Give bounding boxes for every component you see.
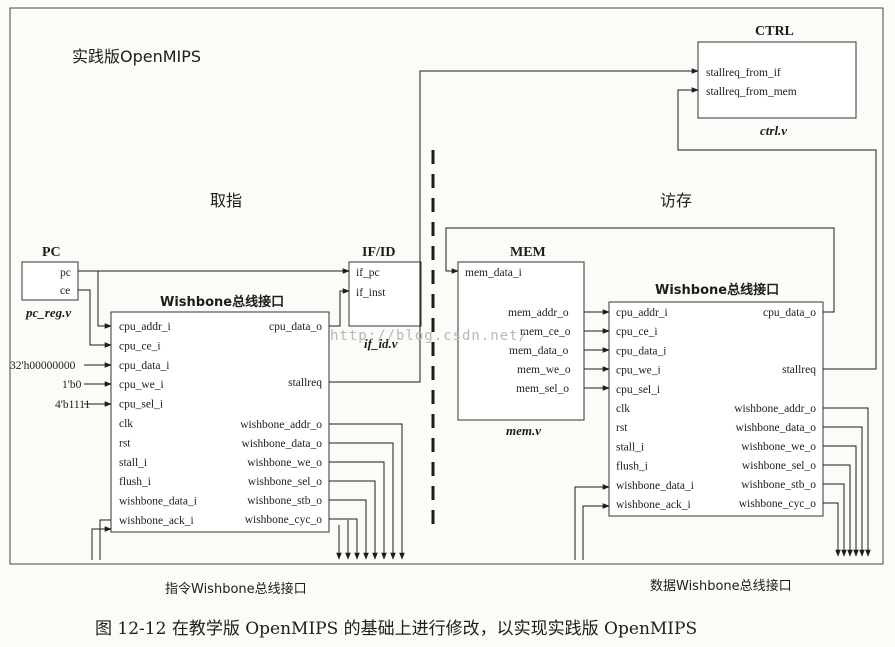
mem-stage-label: 访存 [660, 191, 692, 210]
wb-mem-caption: 数据Wishbone总线接口 [650, 578, 792, 594]
wb-mem-port-cpu-sel-i: cpu_sel_i [616, 384, 660, 396]
wb-mem-port-wishbone-cyc-o: wishbone_cyc_o [739, 498, 817, 510]
wb-if-port-stall-i: stall_i [119, 457, 147, 469]
wb-if-port-wishbone-ack-i: wishbone_ack_i [119, 515, 194, 527]
wb-mem-port-cpu-data-i: cpu_data_i [616, 345, 666, 357]
ifid-port-if-inst: if_inst [356, 287, 386, 299]
wb-mem-port-stall-i: stall_i [616, 441, 644, 453]
wb-if-port-flush-i: flush_i [119, 476, 151, 488]
wb-mem-port-cpu-we-i: cpu_we_i [616, 365, 661, 377]
watermark-text: http://blog.csdn.net/ [330, 328, 528, 344]
wb-mem-port-cpu-data-o: cpu_data_o [763, 307, 816, 319]
wb-if-box [110, 311, 330, 533]
wb-if-port-wishbone-data-i: wishbone_data_i [119, 496, 197, 508]
ifid-box [348, 261, 422, 327]
wb-mem-port-wishbone-addr-o: wishbone_addr_o [734, 403, 816, 415]
wb-if-port-cpu-data-o: cpu_data_o [269, 321, 322, 333]
mem-box [457, 261, 585, 421]
wb-if-port-clk: clk [119, 418, 133, 430]
mem-port-mem-data-i: mem_data_i [465, 267, 522, 279]
wb-mem-port-wishbone-stb-o: wishbone_stb_o [741, 479, 816, 491]
wb-mem-port-rst: rst [616, 422, 628, 434]
mem-port-mem-sel-o: mem_sel_o [516, 383, 569, 395]
ifid-file: if_id.v [364, 336, 398, 351]
wb-if-port-wishbone-sel-o: wishbone_sel_o [248, 476, 322, 488]
wb-if-port-cpu-data-i: cpu_data_i [119, 360, 169, 372]
wb-mem-title: Wishbone总线接口 [655, 282, 779, 298]
ifid-module: IF/ID if_pc if_inst if_id.v [348, 245, 422, 351]
wb-if-port-cpu-sel-i: cpu_sel_i [119, 399, 163, 411]
wb-mem-port-wishbone-data-o: wishbone_data_o [736, 422, 817, 434]
wb-mem-port-wishbone-we-o: wishbone_we_o [741, 441, 816, 453]
pc-box [21, 261, 79, 301]
figure-caption: 图 12-12 在教学版 OpenMIPS 的基础上进行修改，以实现实践版 Op… [95, 619, 697, 639]
wb-mem-port-wishbone-sel-o: wishbone_sel_o [742, 460, 816, 472]
diagram-title: 实践版OpenMIPS [72, 47, 201, 66]
mem-file: mem.v [506, 423, 541, 438]
wb-if-port-wishbone-stb-o: wishbone_stb_o [247, 495, 322, 507]
wb-if-const-addr: 32'h00000000 [10, 360, 76, 372]
fetch-stage-label: 取指 [210, 191, 242, 210]
data-wishbone-module: Wishbone总线接口 cpu_addr_i cpu_ce_i cpu_data_… [608, 282, 824, 594]
wb-if-port-wishbone-data-o: wishbone_data_o [242, 438, 323, 450]
wb-if-port-rst: rst [119, 437, 131, 449]
mem-port-mem-addr-o: mem_addr_o [508, 307, 569, 319]
wb-if-port-wishbone-cyc-o: wishbone_cyc_o [245, 514, 323, 526]
ctrl-module: CTRL stallreq_from_if stallreq_from_mem … [697, 24, 857, 138]
wb-if-title: Wishbone总线接口 [160, 294, 284, 310]
pc-title: PC [42, 245, 61, 260]
wb-if-const-sel: 4'b1111 [55, 399, 91, 411]
ctrl-file: ctrl.v [760, 123, 787, 138]
diagram-frame [9, 7, 884, 565]
wb-if-const-we: 1'b0 [62, 379, 82, 391]
ctrl-port-stallreq-from-if: stallreq_from_if [706, 67, 781, 79]
mem-port-mem-we-o: mem_we_o [517, 364, 571, 376]
wb-if-port-cpu-addr-i: cpu_addr_i [119, 321, 171, 333]
wb-mem-port-wishbone-ack-i: wishbone_ack_i [616, 499, 691, 511]
wb-if-port-stallreq: stallreq [288, 377, 322, 389]
mem-module: MEM mem_data_i mem_addr_o mem_ce_o mem_d… [457, 245, 585, 438]
wb-mem-port-cpu-addr-i: cpu_addr_i [616, 307, 668, 319]
mem-port-mem-data-o: mem_data_o [509, 345, 569, 357]
wb-if-port-wishbone-we-o: wishbone_we_o [247, 457, 322, 469]
wb-mem-port-clk: clk [616, 403, 630, 415]
wb-mem-port-cpu-ce-i: cpu_ce_i [616, 326, 658, 338]
ctrl-title: CTRL [755, 24, 794, 39]
wb-if-port-wishbone-addr-o: wishbone_addr_o [240, 419, 322, 431]
wb-if-port-cpu-we-i: cpu_we_i [119, 379, 164, 391]
pc-file: pc_reg.v [25, 305, 71, 320]
mem-port-mem-ce-o: mem_ce_o [520, 326, 571, 338]
pc-module: PC pc ce pc_reg.v [21, 245, 79, 320]
pc-port-ce: ce [60, 285, 70, 297]
wb-mem-port-flush-i: flush_i [616, 461, 648, 473]
wb-mem-port-stallreq: stallreq [782, 364, 816, 376]
ctrl-port-stallreq-from-mem: stallreq_from_mem [706, 86, 797, 98]
wb-mem-box [608, 301, 824, 517]
wb-if-caption: 指令Wishbone总线接口 [165, 581, 307, 597]
wiring [78, 68, 877, 560]
wb-mem-port-wishbone-data-i: wishbone_data_i [616, 480, 694, 492]
ifid-port-if-pc: if_pc [356, 267, 380, 279]
ifid-title: IF/ID [362, 245, 395, 260]
pc-port-pc: pc [60, 267, 71, 279]
instruction-wishbone-module: Wishbone总线接口 cpu_addr_i cpu_ce_i cpu_data_… [10, 294, 330, 597]
ctrl-box [697, 41, 857, 119]
mem-title: MEM [510, 245, 546, 260]
wb-if-port-cpu-ce-i: cpu_ce_i [119, 340, 161, 352]
